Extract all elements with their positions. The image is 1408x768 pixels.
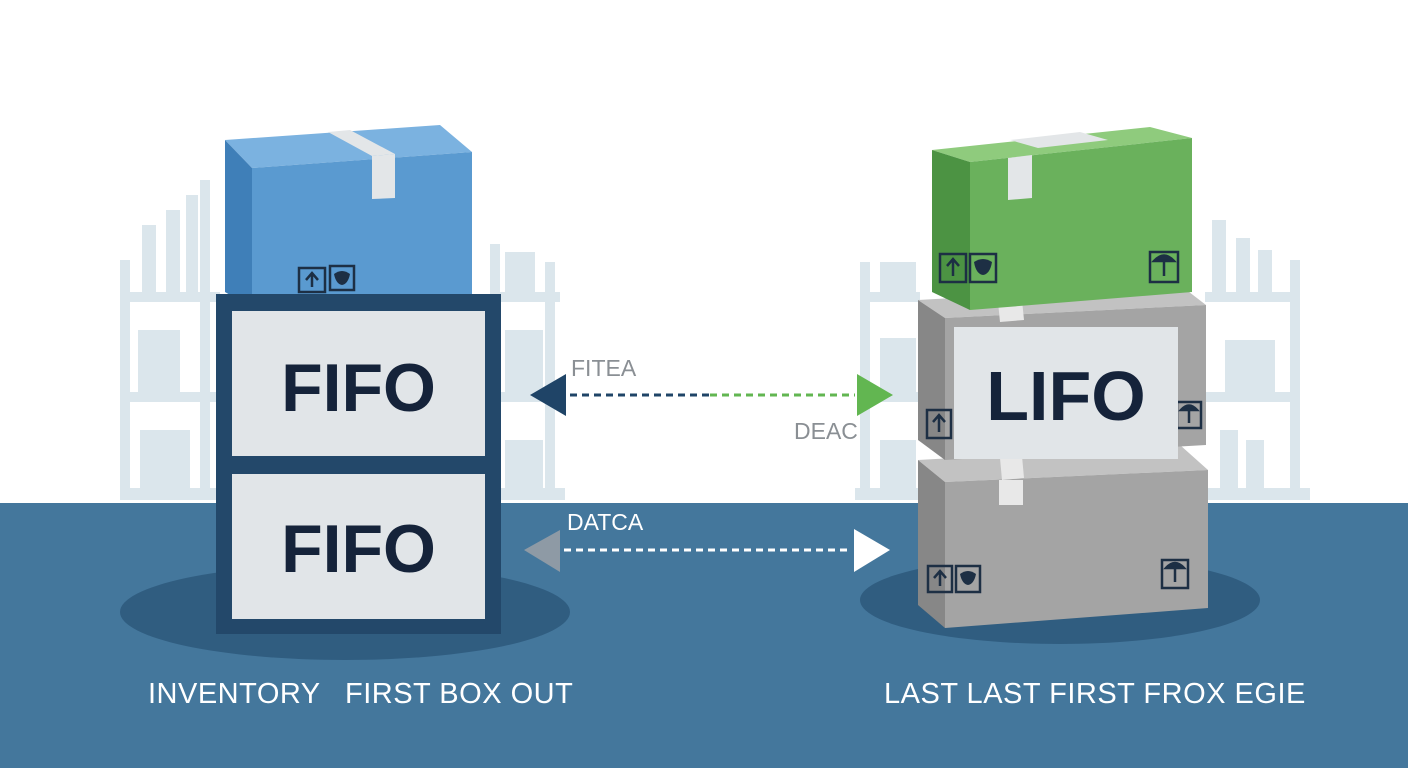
upper-exchange-arrow [530,374,893,416]
fifo-bottom-label: FIFO [281,511,436,587]
lifo-top-box [932,127,1192,310]
lifo-bottom-box [918,445,1208,628]
lifo-label-panel [954,327,1178,459]
left-shelving [120,180,565,500]
fifo-top-box [225,125,472,308]
upper-arrow-right-label: DEAC [794,418,858,444]
fifo-top-panel [232,311,485,456]
right-caption: LAST LAST FIRST FROX EGIE [884,678,1306,710]
lifo-label: LIFO [986,357,1146,435]
lower-arrow-label: DATCA [567,509,644,535]
left-caption-first-box-out: FIRST BOX OUT [345,678,574,710]
lower-exchange-arrow [524,529,890,572]
upper-arrow-left-label: FITEA [571,355,637,381]
right-shelving [855,220,1310,500]
fifo-bottom-panel [232,474,485,619]
left-caption-inventory: INVENTORY [148,678,321,710]
fifo-top-label: FIFO [281,350,436,426]
